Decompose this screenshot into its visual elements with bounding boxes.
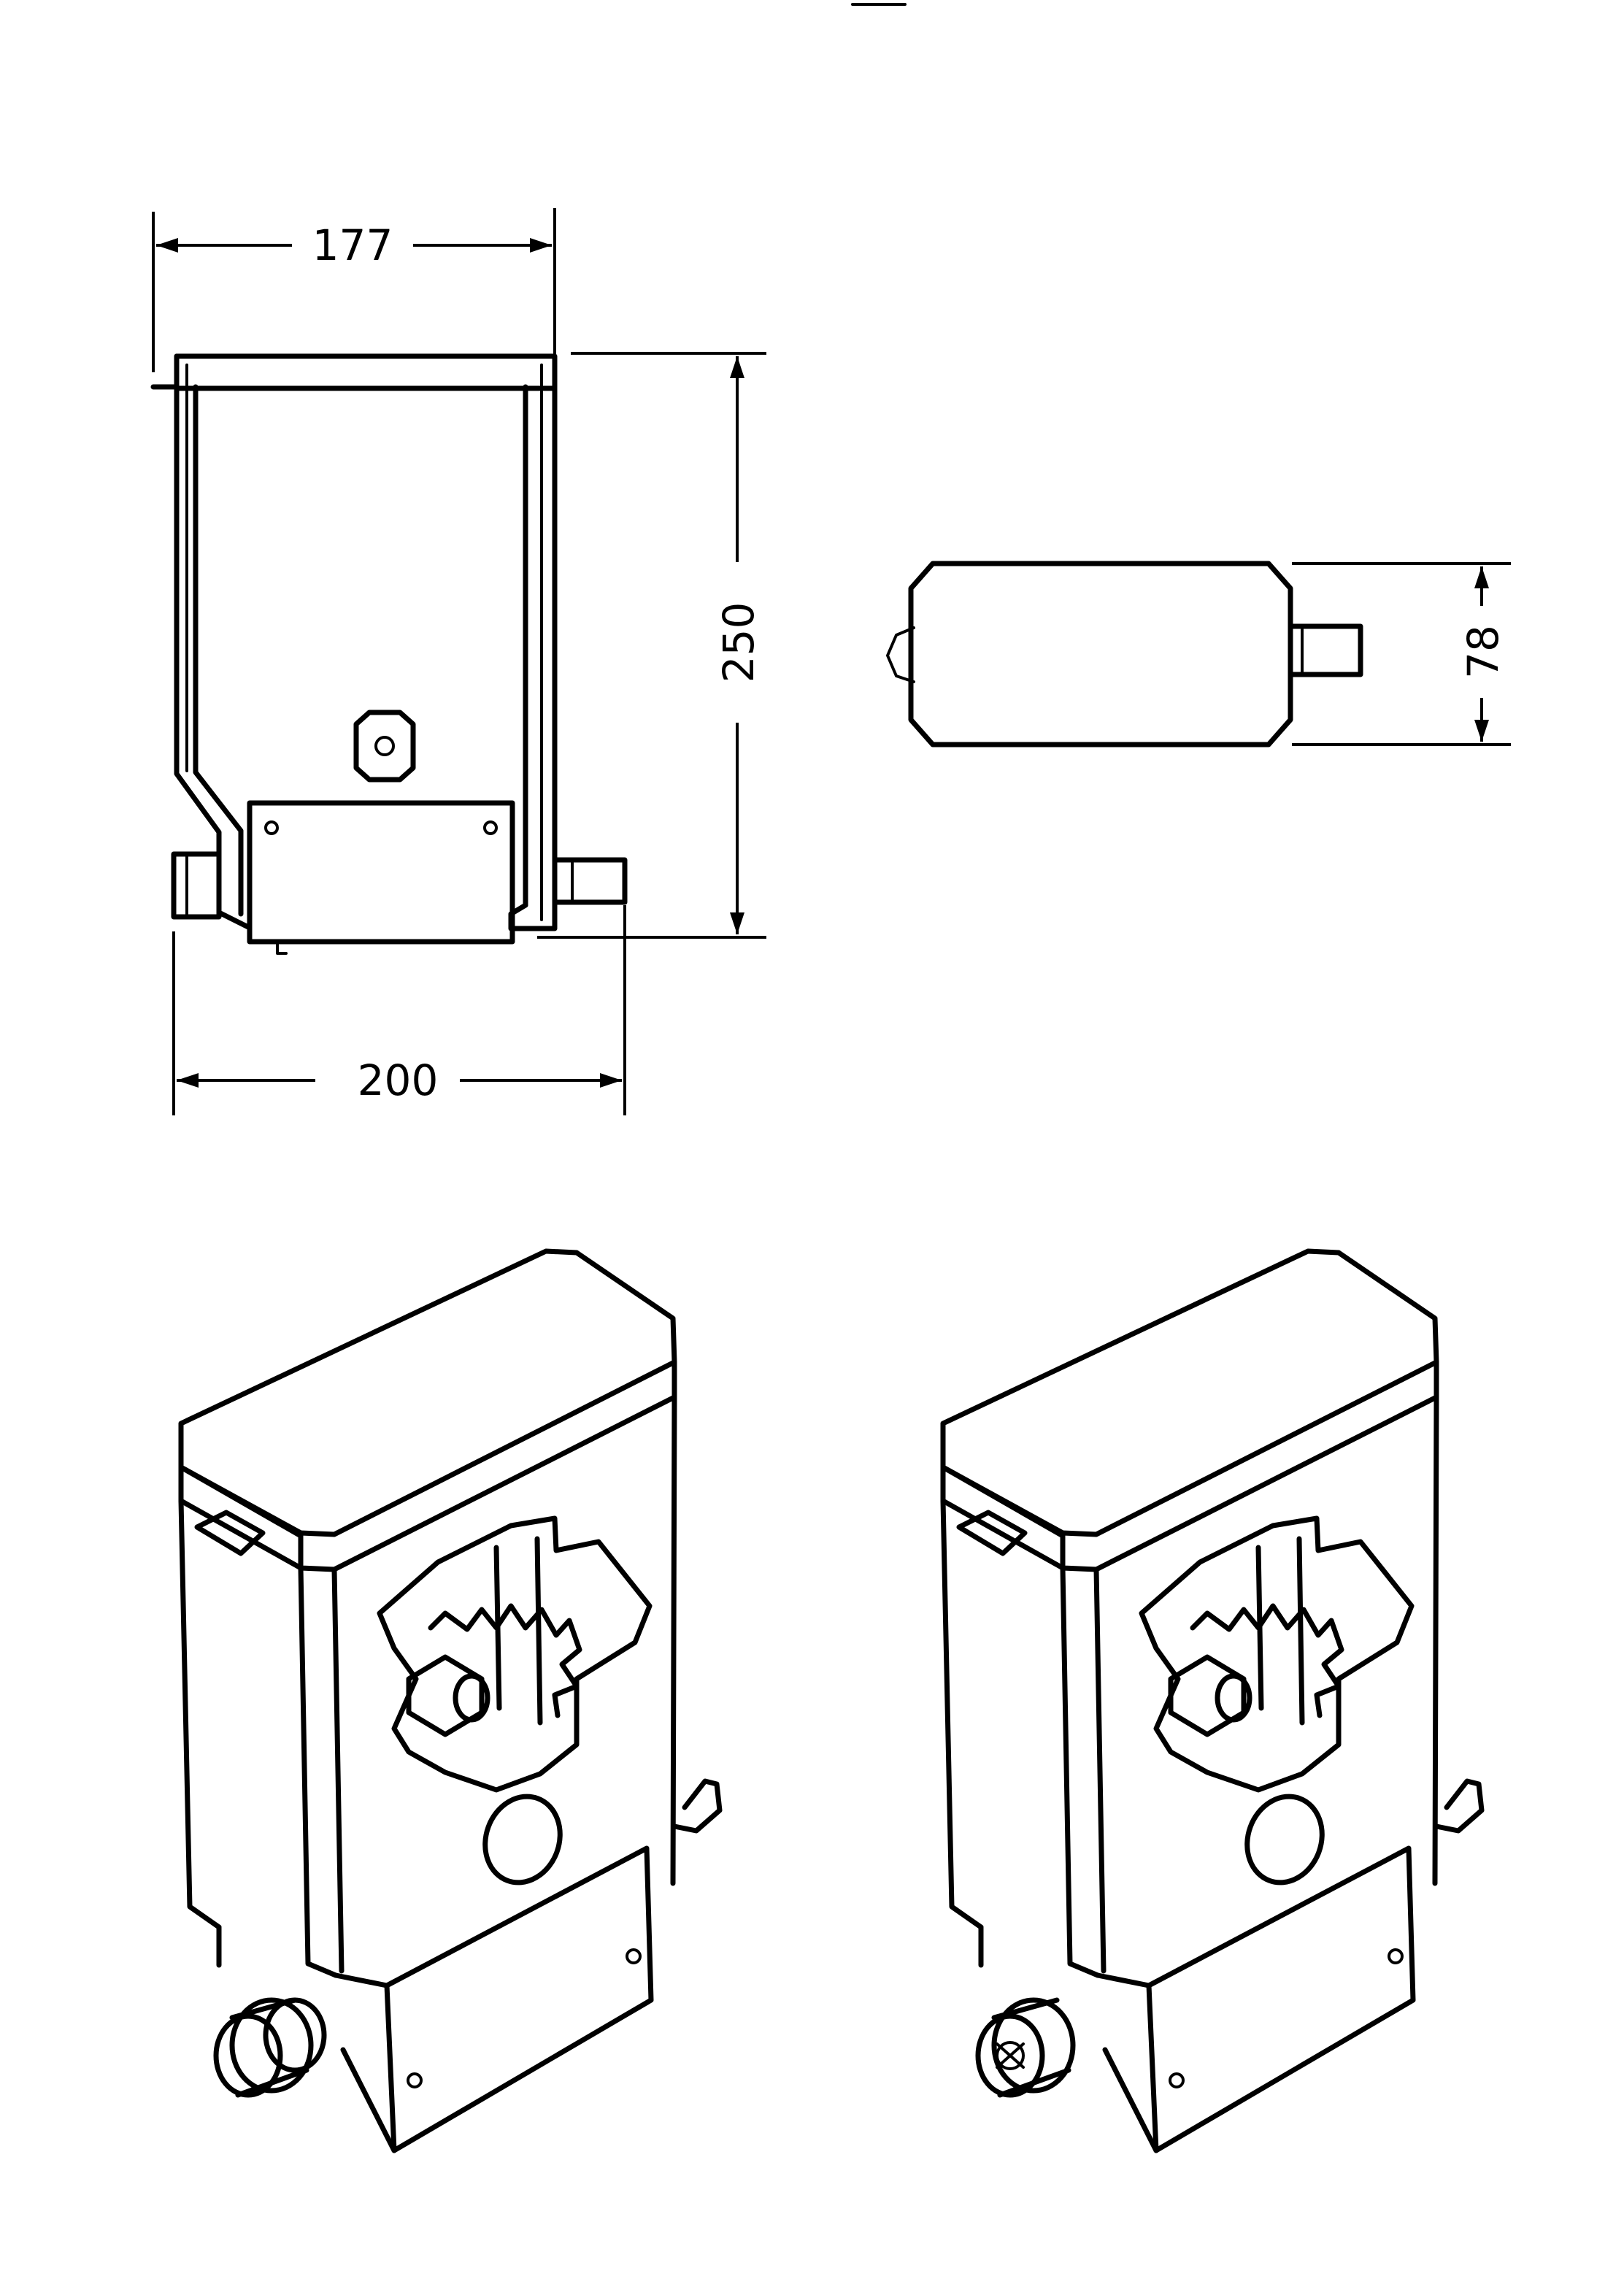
dimension-label-177: 177 — [312, 220, 393, 270]
right-shaft-stub — [552, 857, 628, 905]
gear-mechanism — [1139, 1515, 1415, 1793]
dimension-top-width: 177 — [152, 208, 556, 372]
isometric-view-left — [178, 1248, 723, 2153]
inspection-port — [353, 710, 416, 783]
top-plan-view: 78 — [886, 561, 1511, 747]
housing-outline — [150, 353, 558, 931]
dimension-label-250: 250 — [714, 602, 763, 683]
front-elevation-view: 177 200 250 — [150, 208, 766, 1115]
dimension-height: 250 — [537, 352, 766, 939]
dimension-label-78: 78 — [1458, 625, 1508, 679]
gear-mechanism — [377, 1515, 653, 1793]
front-plate — [384, 1845, 654, 2153]
front-plate — [1146, 1845, 1416, 2153]
outlet-fitting — [213, 1997, 327, 2098]
dimension-depth: 78 — [1292, 562, 1511, 746]
dimension-bottom-width: 200 — [172, 905, 626, 1115]
left-outlet-fitting — [171, 851, 222, 920]
cover-plate — [247, 800, 515, 955]
outlet-fitting — [975, 1997, 1076, 2098]
dimension-label-200: 200 — [358, 1056, 439, 1105]
isometric-view-right — [940, 1248, 1485, 2153]
